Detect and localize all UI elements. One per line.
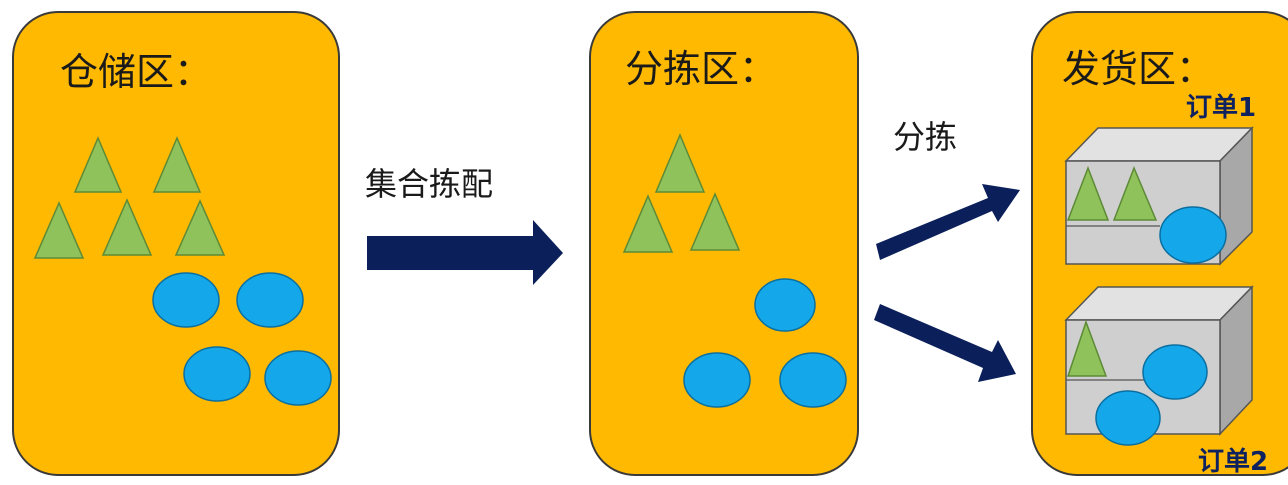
sorting-arrow-up — [876, 184, 1020, 260]
order-2-circle — [1095, 390, 1161, 446]
sorting-circle — [779, 352, 847, 408]
storage-triangle — [101, 198, 153, 256]
storage-zone: 仓储区： — [12, 11, 340, 476]
storage-triangle — [33, 201, 85, 259]
batch-picking-arrow — [367, 220, 563, 285]
sorting-triangle — [622, 194, 674, 253]
storage-circle — [183, 346, 251, 402]
order-1-triangle — [1066, 165, 1110, 221]
order-1-triangle — [1112, 165, 1158, 221]
batch-picking-flow: 集合拣配 — [365, 165, 563, 285]
storage-zone-title: 仓储区： — [60, 50, 212, 94]
storage-circle — [152, 272, 220, 328]
sorting-triangle — [689, 192, 741, 251]
sorting-circle — [683, 352, 751, 408]
sorting-triangle — [654, 133, 706, 193]
order-box-2 — [1064, 285, 1254, 446]
storage-circle — [264, 350, 332, 406]
sorting-flow-label: 分拣 — [893, 118, 957, 156]
order-2-triangle — [1066, 319, 1108, 377]
storage-triangle — [73, 136, 123, 193]
storage-circle — [236, 272, 304, 328]
order-2-label: 订单2 — [1198, 447, 1268, 477]
batch-picking-label: 集合拣配 — [365, 165, 493, 203]
shipping-zone-title: 发货区： — [1062, 47, 1214, 91]
order-1-label: 订单1 — [1186, 93, 1256, 123]
storage-zone-box — [12, 11, 340, 476]
order-1-circle — [1159, 206, 1227, 264]
storage-triangle — [152, 136, 202, 193]
shipping-zone: 发货区： 订单1 订单2 — [1031, 11, 1288, 477]
storage-triangle — [174, 199, 226, 256]
sorting-arrow-down — [874, 304, 1016, 382]
order-2-circle — [1142, 344, 1208, 400]
sorting-flow: 分拣 — [874, 118, 1020, 382]
sorting-zone-title: 分拣区： — [625, 47, 777, 91]
sorting-zone: 分拣区： — [589, 11, 859, 476]
order-box-1 — [1064, 126, 1254, 266]
sorting-circle — [754, 278, 816, 332]
